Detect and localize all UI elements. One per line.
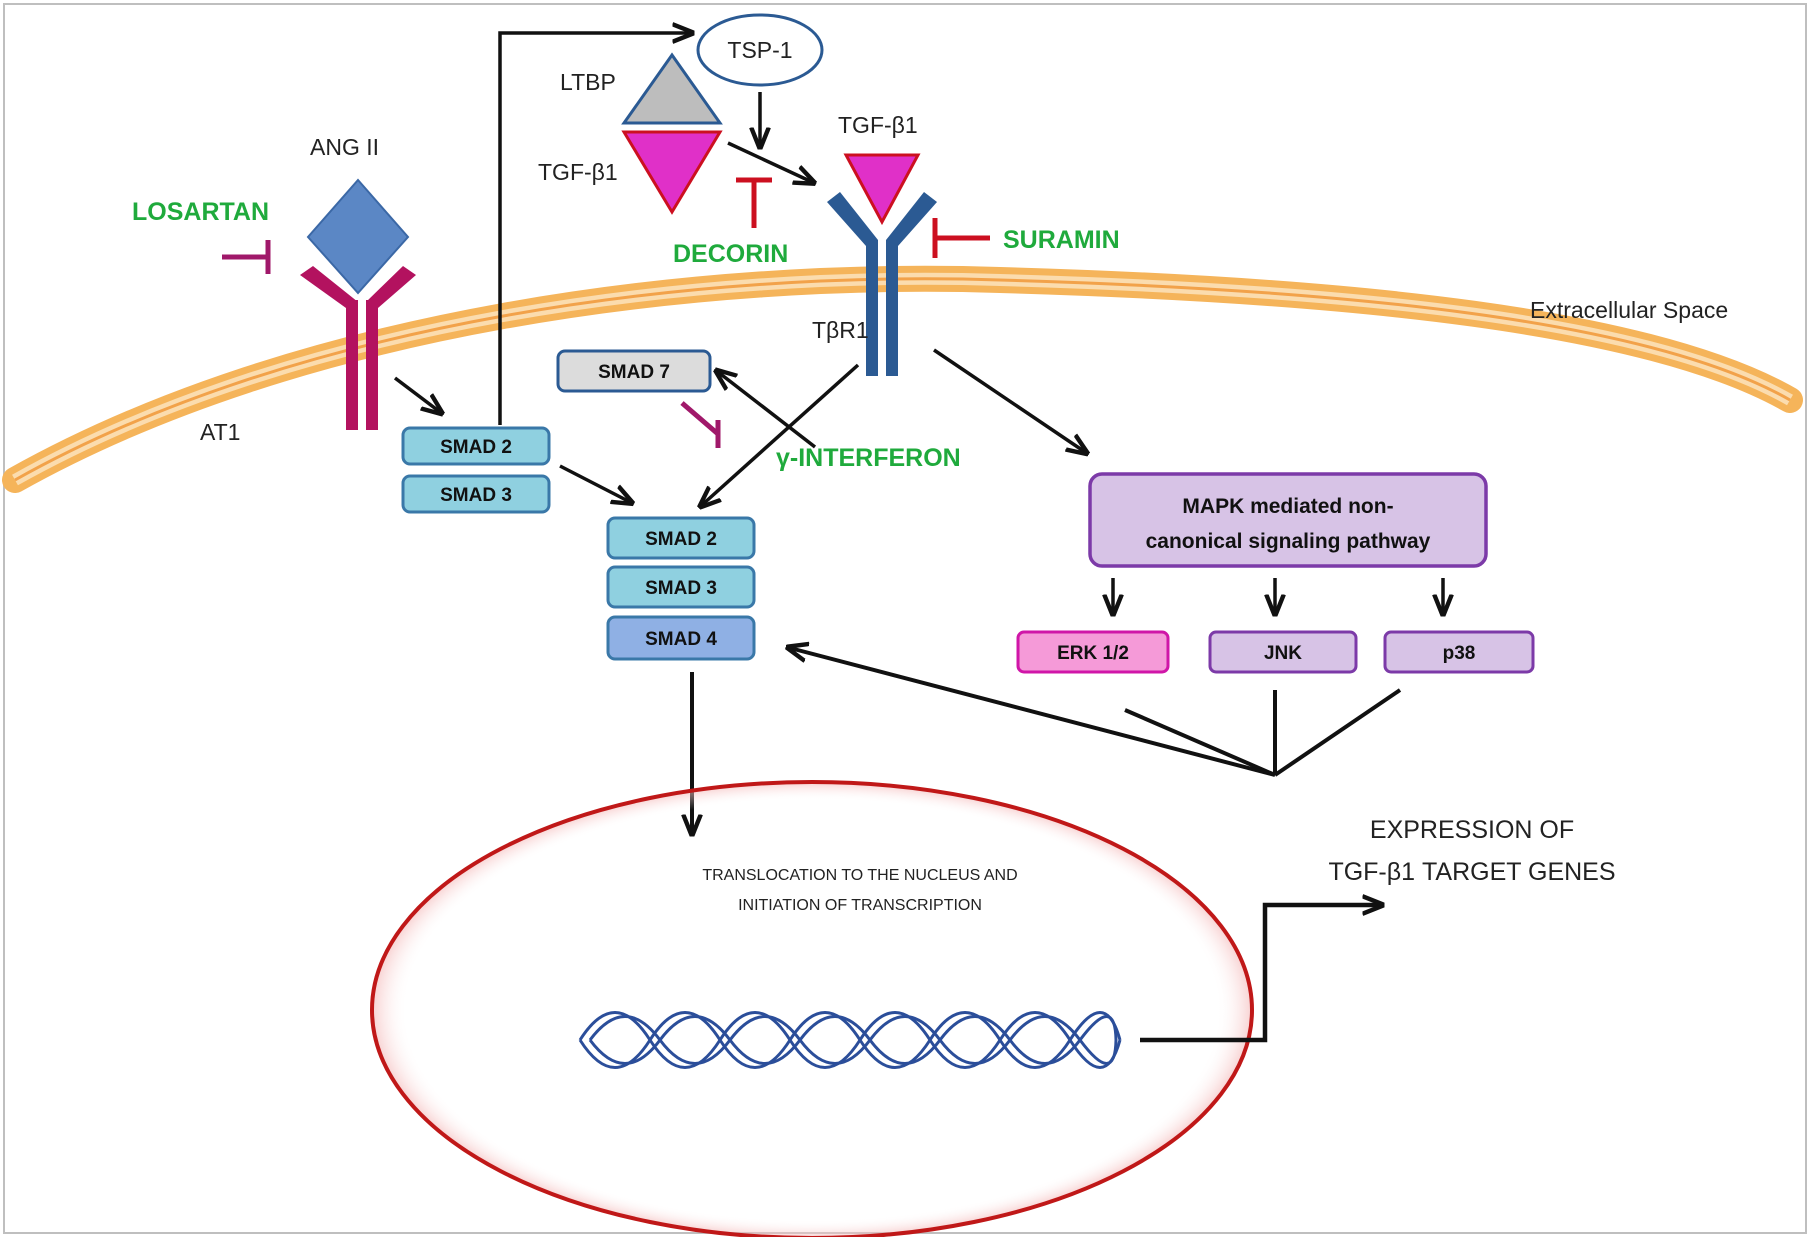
smad7-inhibitor-bar [680,401,721,448]
suramin-inhibitor-bar [932,218,990,258]
smad4-complex-box [606,615,756,661]
mapk-to-smad-feedback-arrow [790,648,1276,777]
at1-label: AT1 [200,419,240,445]
cell-membrane [2,265,1803,493]
tsp1-oval [696,13,824,87]
suramin-label: SURAMIN [1003,226,1120,254]
dna-helix [578,1011,1122,1069]
mapk-line2: canonical signaling pathway [1146,530,1431,553]
latent-to-receptor-arrow [727,141,812,182]
tsp1-label: TSP-1 [727,37,792,63]
tgfb1-right-label: TGF-β1 [838,112,918,138]
mapk-line1: MAPK mediated non- [1182,495,1393,518]
translocation-line2: INITIATION OF TRANSCRIPTION [738,897,982,914]
smad23-upper-group: SMAD 2 SMAD 3 [401,426,551,514]
tbr1-receptor [827,192,937,376]
ang2-diamond [306,178,410,295]
erk-box [1016,630,1170,674]
ang2-label: ANG II [310,134,379,160]
p38-label: p38 [1443,643,1476,664]
tgfb1-left-label: TGF-β1 [538,159,618,185]
smad2-upper-box [401,426,551,466]
smad-to-tsp1-arrow [498,33,690,425]
tbr1-label: TβR1 [812,317,869,343]
erk-label: ERK 1/2 [1057,643,1129,664]
receptor-to-mapk-arrow [933,348,1085,452]
smad2-complex-box [606,516,756,560]
expression-line2: TGF-β1 TARGET GENES [1328,858,1615,886]
ifn-to-smad7-arrow [718,372,817,449]
mapk-convergence-lines [1124,688,1402,777]
translocation-line1: TRANSLOCATION TO THE NUCLEUS AND [702,867,1017,884]
receptor-to-smad-complex-arrow [702,363,860,505]
jnk-label: JNK [1264,643,1302,664]
smad2-upper-label: SMAD 2 [440,437,512,458]
at1-to-smad-arrow [393,376,440,412]
losartan-label: LOSARTAN [132,198,269,226]
decorin-inhibitor-bar [736,177,772,228]
losartan-inhibitor-bar [222,240,271,274]
nucleus [370,780,1254,1237]
smad2-complex-label: SMAD 2 [645,529,717,550]
decorin-label: DECORIN [673,240,788,268]
dna-to-expression-arrow [1140,905,1380,1043]
p38-box [1383,630,1535,674]
smad23-to-complex-arrow [559,464,630,502]
smad4-complex-label: SMAD 4 [645,629,717,650]
at1-receptor [300,266,416,430]
smad3-upper-label: SMAD 3 [440,485,512,506]
smad3-upper-box [401,474,551,514]
jnk-box [1208,630,1358,674]
ltbp-label: LTBP [560,69,616,95]
expression-line1: EXPRESSION OF [1370,816,1574,844]
extracellular-space-label: Extracellular Space [1530,297,1728,323]
ltbp-triangle [621,52,723,125]
smad-complex-group: SMAD 2 SMAD 3 SMAD 4 [606,516,756,661]
gamma-interferon-label: γ-INTERFERON [776,444,961,472]
tgfb1-ligand-triangle [843,153,921,226]
smad7-label: SMAD 7 [598,362,670,383]
smad3-complex-box [606,565,756,609]
mapk-pathway-box [1088,472,1488,568]
smad3-complex-label: SMAD 3 [645,578,717,599]
tgfb1-latent-triangle [621,130,723,215]
